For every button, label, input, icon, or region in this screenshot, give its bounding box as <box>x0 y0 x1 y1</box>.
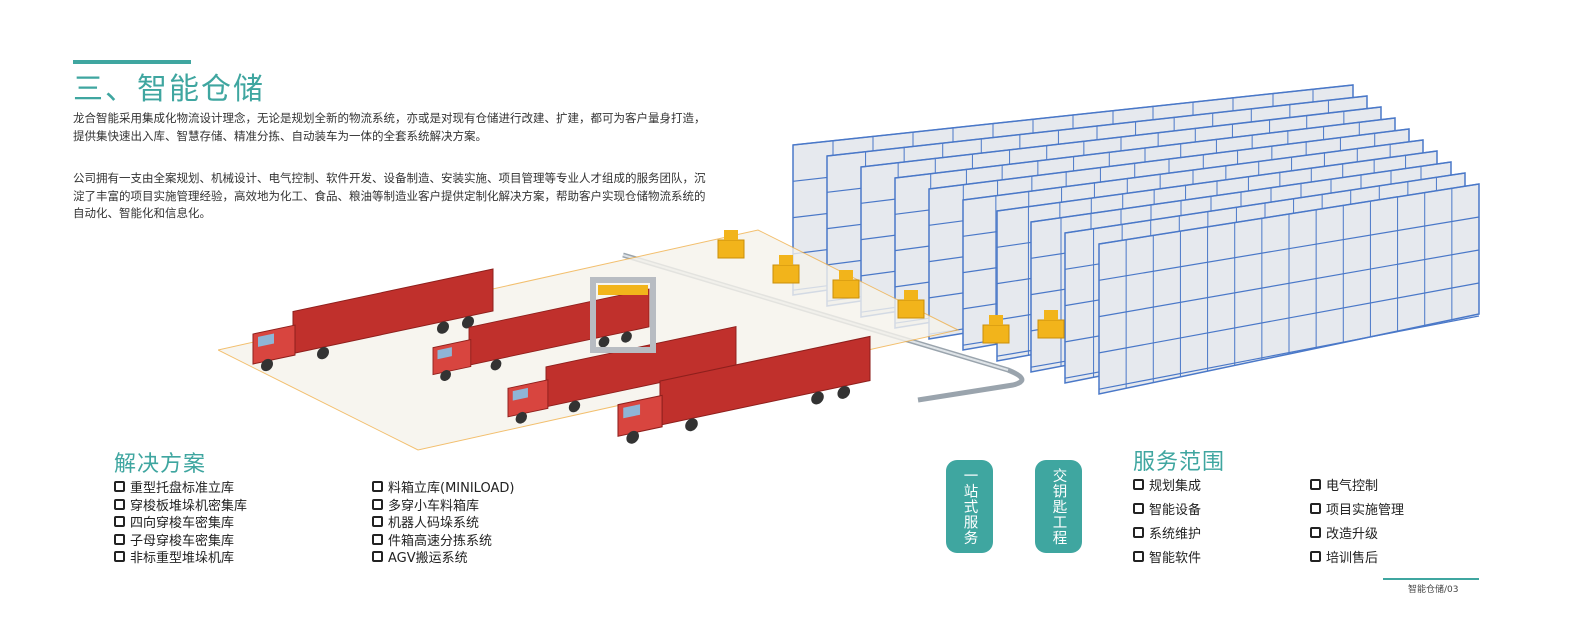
bullet-icon <box>372 516 383 528</box>
services-list-left: 规划集成 智能设备 系统维护 智能软件 <box>1133 472 1201 568</box>
badge-one-stop-service: 一站式服务 <box>946 460 993 553</box>
services-list-right: 电气控制 项目实施管理 改造升级 培训售后 <box>1310 472 1404 568</box>
list-item: AGV搬运系统 <box>372 548 514 566</box>
list-item: 多穿小车料箱库 <box>372 496 514 514</box>
crane <box>772 255 800 284</box>
badge-turnkey-project: 交钥匙工程 <box>1035 460 1082 553</box>
gantry <box>590 277 656 353</box>
truck <box>432 288 650 382</box>
bullet-icon <box>1133 478 1144 490</box>
bullet-icon <box>114 551 125 563</box>
list-item: 四向穿梭车密集库 <box>114 513 247 531</box>
page-title: 三、智能仓储 <box>73 72 265 107</box>
bullet-icon <box>114 481 125 493</box>
bullet-icon <box>1133 502 1144 514</box>
crane <box>832 270 860 299</box>
bullet-icon <box>372 498 383 510</box>
list-item: 智能软件 <box>1133 544 1201 568</box>
list-item: 非标重型堆垛机库 <box>114 548 247 566</box>
solutions-list-right: 料箱立库(MINILOAD) 多穿小车料箱库 机器人码垛系统 件箱高速分拣系统 … <box>372 478 514 566</box>
crane <box>717 230 745 259</box>
bullet-icon <box>1133 526 1144 538</box>
bullet-icon <box>1310 478 1321 490</box>
bullet-icon <box>114 516 125 528</box>
bullet-icon <box>372 533 383 545</box>
crane <box>982 315 1010 344</box>
list-item: 系统维护 <box>1133 520 1201 544</box>
bullet-icon <box>1310 526 1321 538</box>
list-item: 穿梭板堆垛机密集库 <box>114 496 247 514</box>
bullet-icon <box>372 481 383 493</box>
warehouse-illustration <box>218 84 1480 451</box>
intro-paragraph-1: 龙合智能采用集成化物流设计理念，无论是规划全新的物流系统，亦或是对现有仓储进行改… <box>73 111 706 143</box>
list-item: 电气控制 <box>1310 472 1404 496</box>
page-number: 智能仓储/03 <box>1408 585 1459 595</box>
footer-line <box>1383 578 1479 580</box>
list-item: 重型托盘标准立库 <box>114 478 247 496</box>
list-item: 子母穿梭车密集库 <box>114 531 247 549</box>
truck <box>507 325 737 424</box>
bullet-icon <box>1310 550 1321 562</box>
list-item: 规划集成 <box>1133 472 1201 496</box>
crane <box>1037 310 1065 339</box>
crane <box>897 290 925 319</box>
list-item: 件箱高速分拣系统 <box>372 531 514 549</box>
services-title: 服务范围 <box>1133 450 1226 475</box>
bullet-icon <box>1133 550 1144 562</box>
list-item: 机器人码垛系统 <box>372 513 514 531</box>
bullet-icon <box>114 498 125 510</box>
solutions-list-left: 重型托盘标准立库 穿梭板堆垛机密集库 四向穿梭车密集库 子母穿梭车密集库 非标重… <box>114 478 247 566</box>
list-item: 培训售后 <box>1310 544 1404 568</box>
rack-row <box>1098 183 1480 395</box>
truck <box>252 268 494 372</box>
solutions-title: 解决方案 <box>114 452 207 477</box>
list-item: 智能设备 <box>1133 496 1201 520</box>
bullet-icon <box>114 533 125 545</box>
bullet-icon <box>372 551 383 563</box>
bullet-icon <box>1310 502 1321 514</box>
cranes <box>717 230 1065 344</box>
list-item: 改造升级 <box>1310 520 1404 544</box>
trucks <box>252 268 871 444</box>
list-item: 项目实施管理 <box>1310 496 1404 520</box>
intro-paragraph-2: 公司拥有一支由全案规划、机械设计、电气控制、软件开发、设备制造、安装实施、项目管… <box>73 171 706 220</box>
truck <box>617 335 871 444</box>
title-underline <box>73 60 191 64</box>
rack-system <box>792 84 1480 395</box>
list-item: 料箱立库(MINILOAD) <box>372 478 514 496</box>
